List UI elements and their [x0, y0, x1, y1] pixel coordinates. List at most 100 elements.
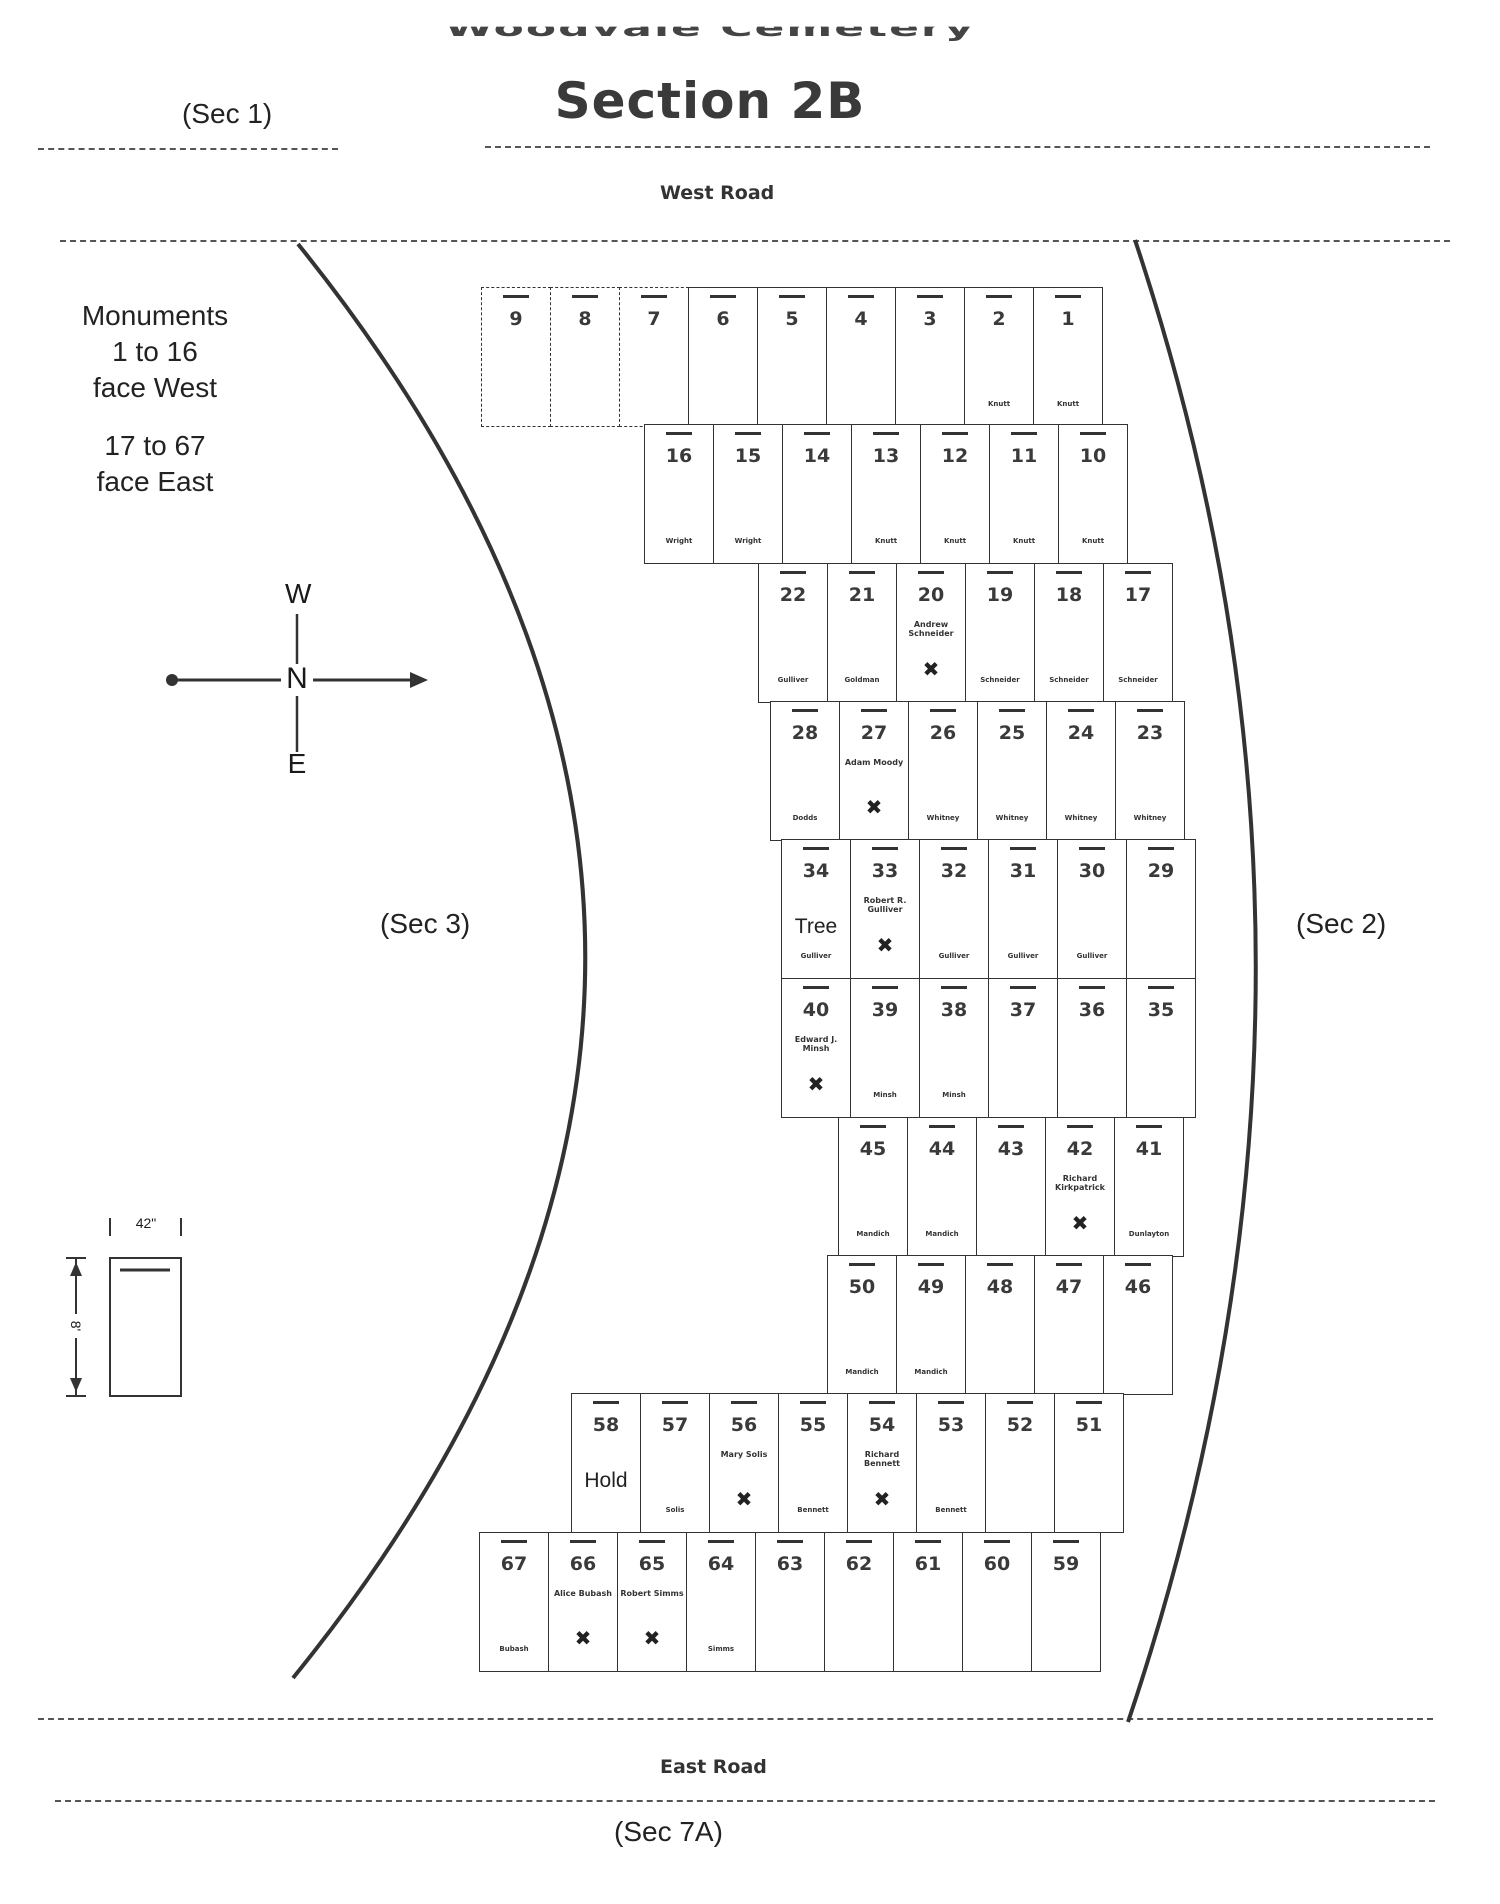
burial-plot[interactable]: 3: [895, 287, 965, 427]
burial-plot[interactable]: 48: [965, 1255, 1035, 1395]
headstone-marker: [501, 1540, 527, 1543]
burial-plot[interactable]: 9: [481, 287, 551, 427]
burial-plot[interactable]: 7: [619, 287, 689, 427]
burial-plot[interactable]: 14: [782, 424, 852, 564]
family-surname: Bennett: [797, 1506, 829, 1514]
plot-number: 64: [707, 1553, 735, 1575]
headstone-marker: [1007, 1401, 1033, 1404]
headstone-marker: [849, 1263, 875, 1266]
headstone-marker: [731, 1401, 757, 1404]
burial-plot[interactable]: 60: [962, 1532, 1032, 1672]
burial-plot[interactable]: 8: [550, 287, 620, 427]
burial-plot[interactable]: 4: [826, 287, 896, 427]
headstone-marker: [861, 709, 887, 712]
burial-plot[interactable]: 62: [824, 1532, 894, 1672]
plot-number: 55: [799, 1414, 827, 1436]
burial-plot[interactable]: 5: [757, 287, 827, 427]
family-surname: Wright: [734, 537, 762, 545]
burial-plot[interactable]: 51: [1054, 1393, 1124, 1533]
burial-plot[interactable]: 52: [985, 1393, 1055, 1533]
burial-plot[interactable]: 61: [893, 1532, 963, 1672]
headstone-marker: [986, 295, 1012, 298]
burial-plot[interactable]: 46: [1103, 1255, 1173, 1395]
burial-plot[interactable]: 37: [988, 978, 1058, 1118]
burial-plot[interactable]: 43: [976, 1117, 1046, 1257]
plot-number: 33: [871, 860, 899, 882]
plot-number: 41: [1135, 1138, 1163, 1160]
plot-number: 20: [917, 584, 945, 606]
plot-number: 21: [848, 584, 876, 606]
burial-plot[interactable]: 47: [1034, 1255, 1104, 1395]
headstone-marker: [1010, 986, 1036, 989]
burial-plot[interactable]: 63: [755, 1532, 825, 1672]
monument-orientation-note: Monuments 1 to 16 face West 17 to 67 fac…: [60, 298, 250, 500]
legend-width-label: 42": [135, 1215, 157, 1231]
headstone-marker: [639, 1540, 665, 1543]
burial-plot[interactable]: 59: [1031, 1532, 1101, 1672]
section-title: Section 2B: [554, 72, 866, 130]
west-road-label: West Road: [660, 182, 775, 204]
headstone-marker: [846, 1540, 872, 1543]
plot-number: 51: [1075, 1414, 1103, 1436]
burial-plot[interactable]: 36: [1057, 978, 1127, 1118]
interred-name: Alice Bubash: [553, 1589, 612, 1598]
burial-plot[interactable]: 29: [1126, 839, 1196, 979]
headstone-marker: [872, 986, 898, 989]
plot-number: 43: [997, 1138, 1025, 1160]
headstone-marker: [938, 1401, 964, 1404]
plot-number: 49: [917, 1276, 945, 1298]
burial-plot[interactable]: 35: [1126, 978, 1196, 1118]
burial-plot[interactable]: 6: [688, 287, 758, 427]
headstone-marker: [998, 1125, 1024, 1128]
plot-number: 15: [734, 445, 762, 467]
plot-number: 56: [730, 1414, 758, 1436]
plot-number: 34: [802, 860, 830, 882]
headstone-marker: [1011, 432, 1037, 435]
family-surname: Schneider: [1118, 676, 1158, 684]
